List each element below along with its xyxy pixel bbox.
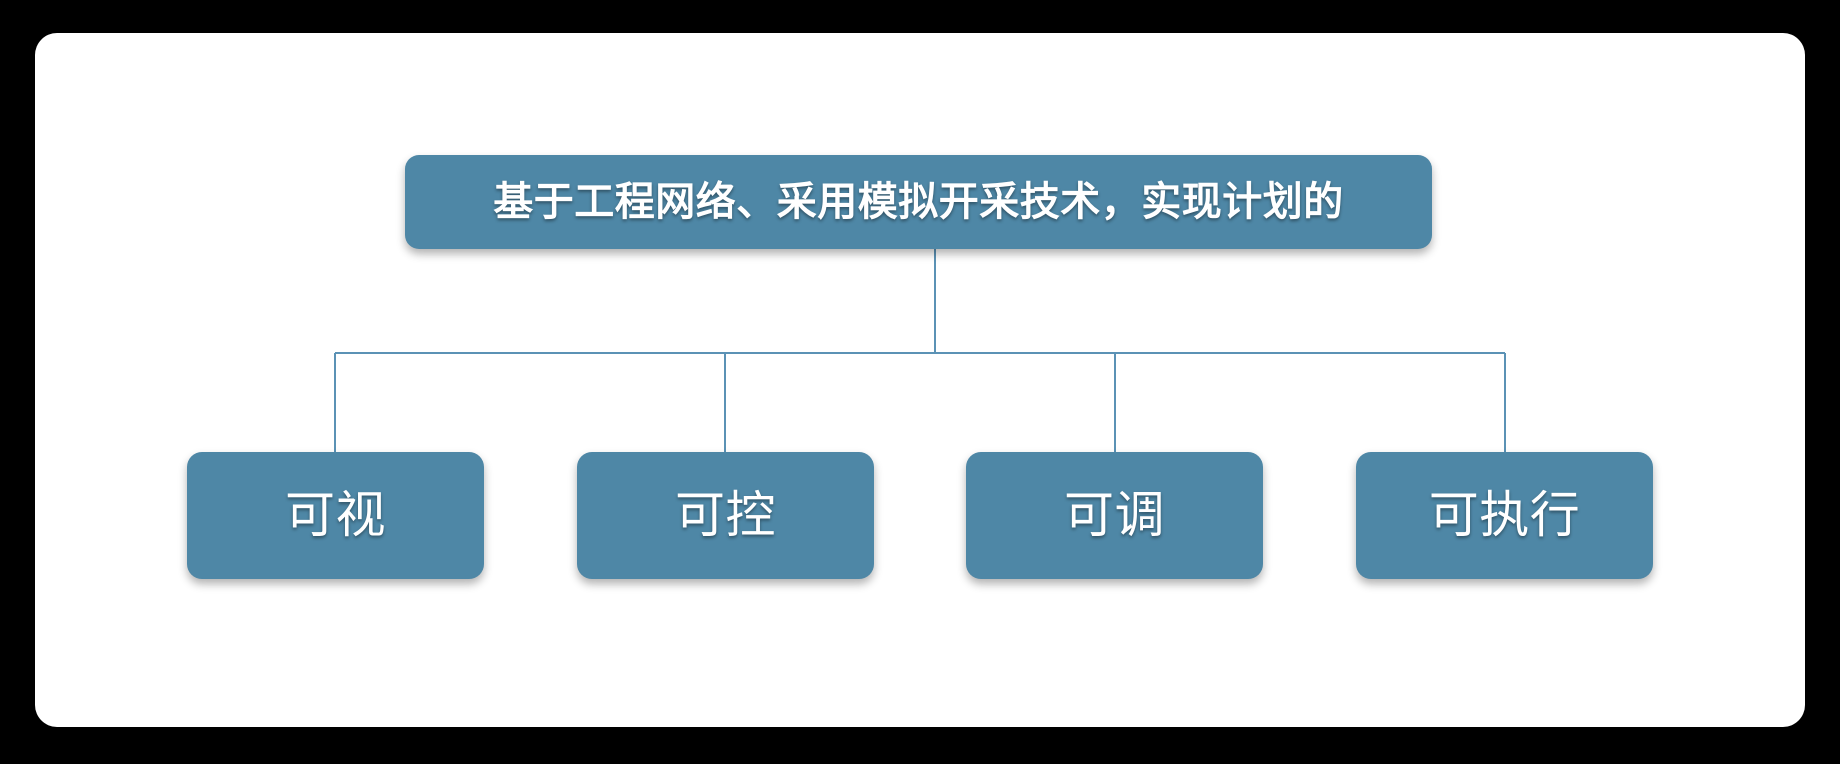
tree-node-child-3[interactable]: 可执行 <box>1356 452 1653 579</box>
tree-node-child-2[interactable]: 可调 <box>966 452 1263 579</box>
tree-node-child-0[interactable]: 可视 <box>187 452 484 579</box>
tree-node-child-0-label: 可视 <box>285 487 386 543</box>
slide-card <box>35 33 1805 727</box>
tree-node-child-1-label: 可控 <box>675 487 776 543</box>
tree-node-root[interactable]: 基于工程网络、采用模拟开采技术，实现计划的 <box>405 155 1432 249</box>
tree-node-child-1[interactable]: 可控 <box>577 452 874 579</box>
tree-node-child-3-label: 可执行 <box>1428 487 1581 543</box>
tree-node-root-label: 基于工程网络、采用模拟开采技术，实现计划的 <box>493 180 1344 224</box>
tree-node-child-2-label: 可调 <box>1064 487 1165 543</box>
